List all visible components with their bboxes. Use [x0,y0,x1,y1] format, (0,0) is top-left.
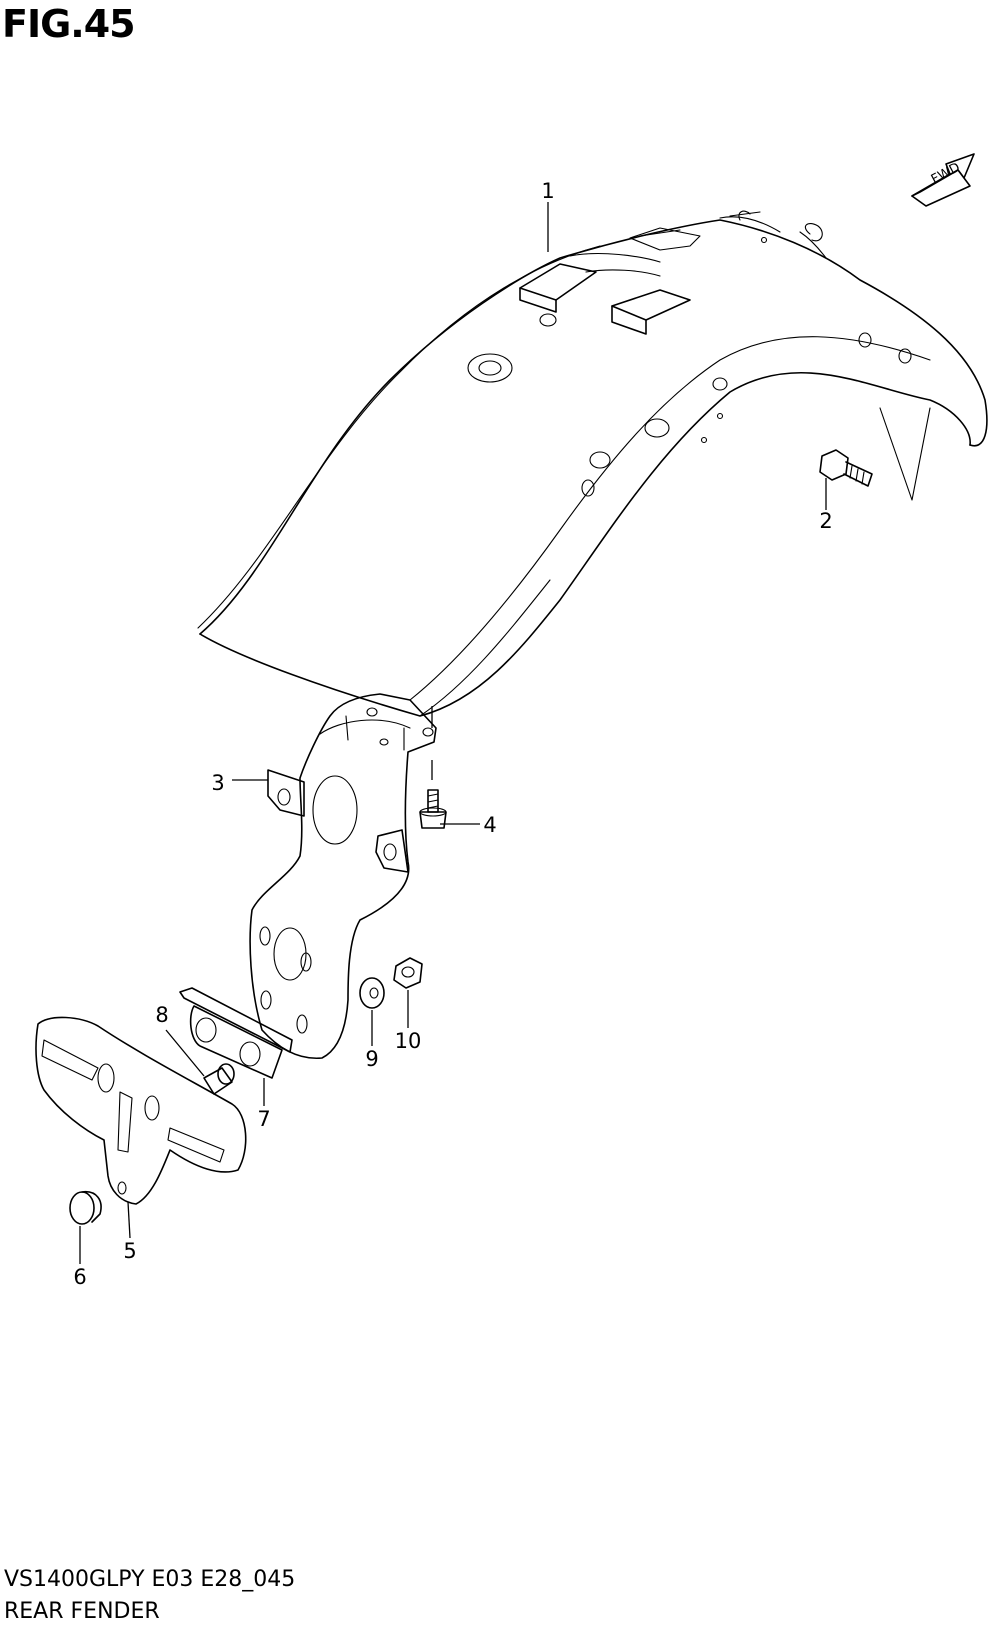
callout-3: 3 [211,771,224,795]
figure-name: REAR FENDER [4,1599,160,1624]
rear-fender [197,210,988,717]
callout-1: 1 [541,179,554,203]
callout-9: 9 [365,1047,378,1071]
callout-8: 8 [155,1003,168,1027]
bolt-part-4 [419,789,447,829]
rubber-part-8 [203,1063,235,1095]
fender-bracket-part-3 [249,693,437,1060]
callout-7: 7 [257,1107,270,1131]
callout-10: 10 [395,1029,422,1053]
nut-part-10 [393,957,423,989]
callout-2: 2 [819,509,832,533]
figure-title: FIG.45 [2,2,136,46]
bolt-part-2 [819,449,873,487]
leader-lines [79,202,827,1264]
license-bracket-part-5 [35,1016,247,1205]
lamp-part-7 [179,987,293,1079]
screw-part-6 [69,1190,102,1225]
callout-6: 6 [73,1265,86,1289]
figure-code: VS1400GLPY E03 E28_045 [4,1567,296,1592]
callout-5: 5 [123,1239,136,1263]
forward-direction-arrow: FWD [911,153,975,207]
washer-part-9 [359,977,385,1009]
callout-4: 4 [483,813,496,837]
